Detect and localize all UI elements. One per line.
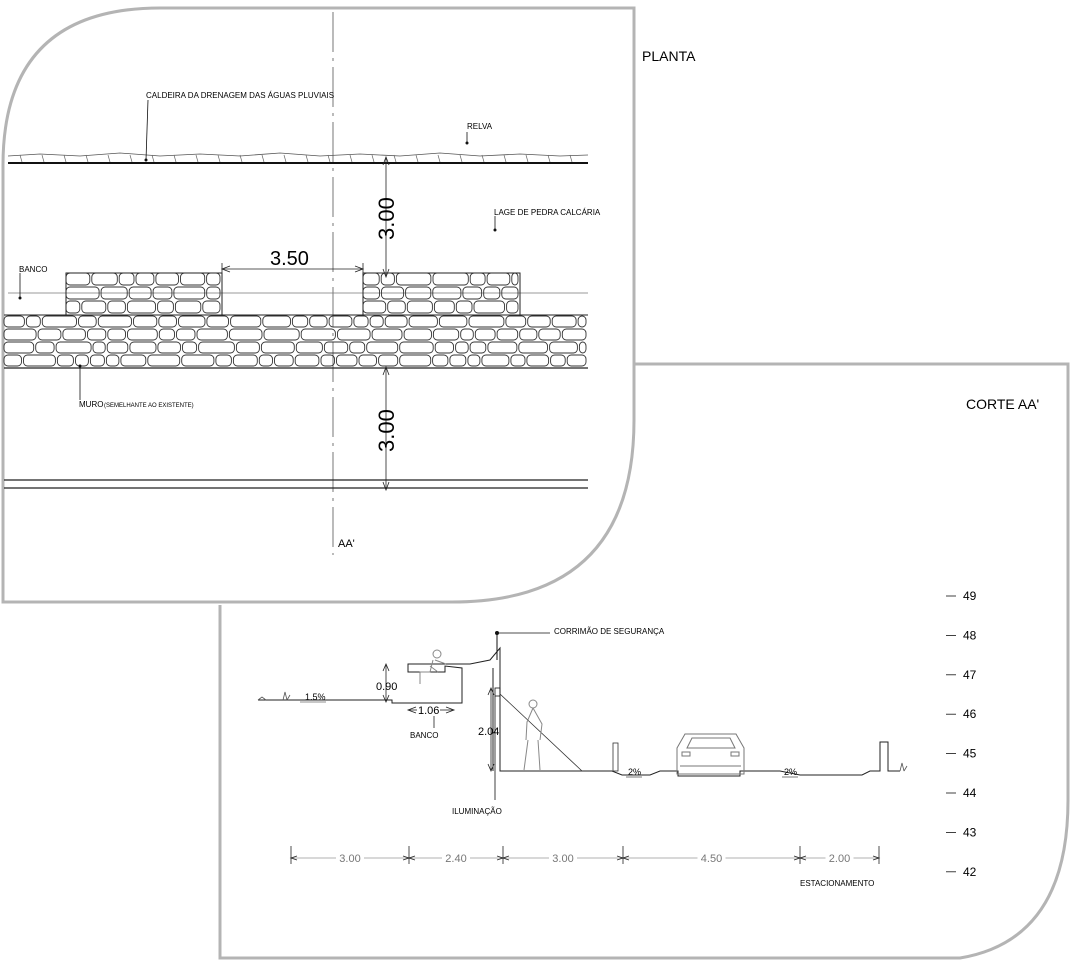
bench-height-label: 0.90: [376, 681, 397, 693]
corte-frame: [218, 362, 1070, 960]
corte-section: CORRIMÃO DE SEGURANÇA ILUMINAÇÃO: [257, 589, 977, 888]
terrain-profile: [258, 646, 900, 777]
label-muro: MURO: [79, 400, 103, 409]
corte-title: CORTE AA': [966, 396, 1039, 412]
wall-height-label: 2.04: [478, 726, 499, 738]
dimension-bench-height: 0.90: [376, 662, 397, 704]
level-label: 47: [963, 668, 977, 682]
width-dimension-label: 4.50: [701, 853, 722, 865]
planta-plan: 3.00 3.50 3.00 CALDEIRA DA DRENAGEM DAS …: [3, 12, 601, 555]
dimension-bench-depth: 1.06 BANCO: [406, 705, 456, 740]
dimension-wall-height: 2.04: [478, 686, 499, 773]
level-label: 43: [963, 825, 977, 839]
standing-person: [523, 699, 543, 771]
width-dimension-chain: 3.00 2.40 3.00 4.50 2.00: [289, 846, 881, 865]
label-muro-note: (SEMELHANTE AO EXISTENTE): [104, 403, 194, 409]
dimension-bottom: 3.00: [374, 365, 399, 492]
slope-label: 1.5%: [305, 692, 326, 702]
light-fixture: [494, 687, 501, 697]
dimension-bench-label: 3.50: [270, 248, 309, 270]
planta-frame: [1, 6, 636, 604]
level-label: 46: [963, 707, 977, 721]
label-lage: LAGE DE PEDRA CALCÁRIA: [494, 208, 601, 217]
width-dimension-label: 2.40: [445, 853, 466, 865]
lawn-joints: [19, 154, 573, 163]
width-dimension-label: 3.00: [552, 853, 573, 865]
dimension-top: 3.00: [374, 155, 399, 279]
level-label: 49: [963, 589, 977, 603]
width-dimension-label: 2.00: [829, 853, 850, 865]
planta-title: PLANTA: [642, 48, 696, 64]
dimension-bench: 3.50: [220, 248, 365, 275]
bollard: [612, 742, 619, 772]
label-relva: RELVA: [467, 122, 493, 131]
level-label: 45: [963, 747, 977, 761]
grass-tuft: [899, 762, 908, 772]
dimension-top-label: 3.00: [374, 197, 399, 240]
level-label: 48: [963, 628, 977, 642]
slope-label: 2%: [628, 767, 641, 777]
leader-line: [145, 99, 149, 161]
label-caldeira: CALDEIRA DA DRENAGEM DAS ÁGUAS PLUVIAIS: [146, 91, 334, 100]
label-corrimao: CORRIMÃO DE SEGURANÇA: [554, 627, 665, 636]
dimension-bottom-label: 3.00: [374, 409, 399, 452]
label-banco-corte: BANCO: [410, 731, 438, 740]
lawn-edge: [7, 152, 589, 157]
label-estacionamento: ESTACIONAMENTO: [800, 879, 874, 888]
level-scale: 49 48 47 46 45 44 43 42: [946, 589, 977, 879]
section-mark: AA': [338, 538, 355, 550]
level-label: 44: [963, 786, 977, 800]
grass-tuft: [282, 691, 291, 701]
label-iluminacao: ILUMINAÇÃO: [452, 807, 502, 816]
slope-label: 2%: [784, 767, 797, 777]
seated-person: [419, 649, 447, 684]
width-dimension-label: 3.00: [339, 853, 360, 865]
level-label: 42: [963, 865, 977, 879]
car: [676, 733, 745, 775]
bench-depth-label: 1.06: [418, 705, 439, 717]
label-banco-planta: BANCO: [19, 265, 47, 274]
stone-wall: [3, 272, 588, 369]
